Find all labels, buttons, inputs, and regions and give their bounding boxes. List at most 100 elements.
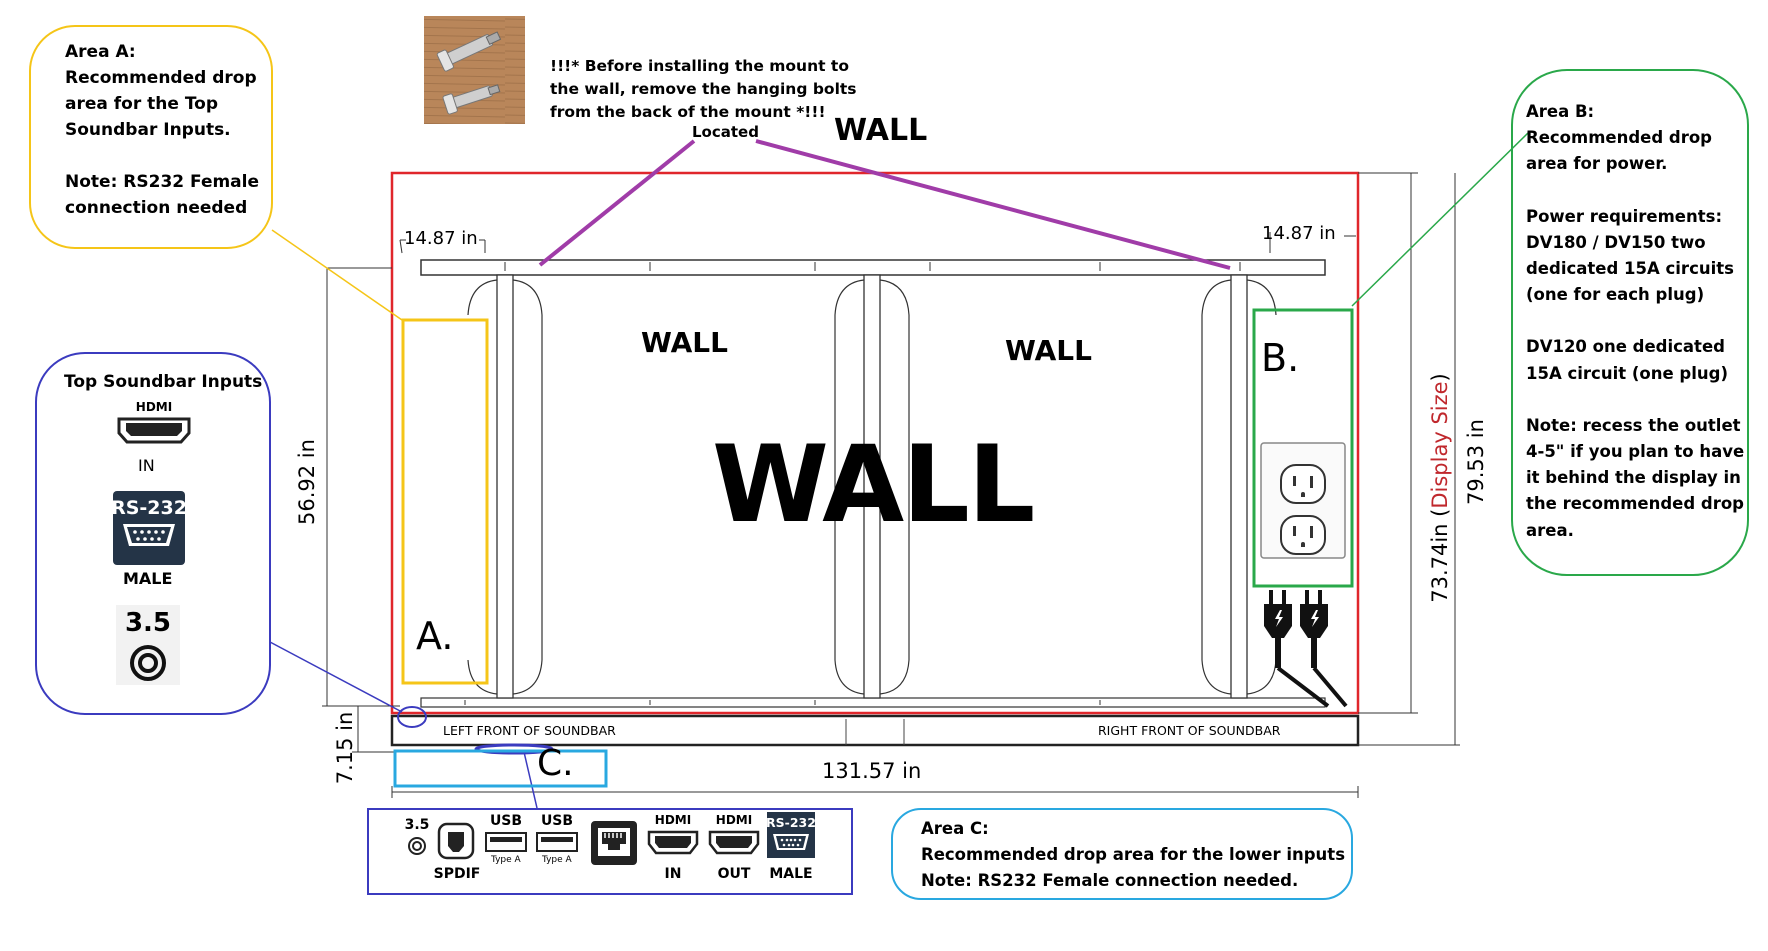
power-outlet-icon <box>1260 442 1346 559</box>
audio-3-5-icon: 3.5 <box>116 605 180 685</box>
area-c-marker: C. <box>537 743 574 784</box>
display-size-close: ) <box>1428 373 1452 382</box>
wall-label-top: WALL <box>834 113 928 148</box>
display-size-label: Display Size <box>1428 381 1452 509</box>
lower-inputs-panel <box>367 808 853 895</box>
area-a-line: Recommended drop <box>65 68 257 88</box>
area-b-line: area for power. <box>1526 154 1668 174</box>
area-b-line: dedicated 15A circuits <box>1526 259 1734 279</box>
dim-mount-height: 56.92 in <box>295 439 319 525</box>
area-b-line: (one for each plug) <box>1526 285 1705 305</box>
area-b-line: DV180 / DV150 two <box>1526 232 1706 252</box>
area-a-line: Soundbar Inputs. <box>65 120 231 140</box>
soundbar-left-label: LEFT FRONT OF SOUNDBAR <box>443 723 616 738</box>
area-b-marker: B. <box>1261 336 1300 380</box>
lower-rs232-icon: RS-232 <box>766 812 816 858</box>
area-a-drop-zone <box>401 318 489 685</box>
mount-note-line: !!!* Before installing the mount to <box>550 57 849 75</box>
lower-hdmi-out-icon <box>708 830 760 856</box>
area-b-drop-zone <box>1252 308 1354 588</box>
lower-inputs-leader <box>523 751 538 809</box>
soundbar-right-label: RIGHT FRONT OF SOUNDBAR <box>1098 723 1281 738</box>
located-label: Located <box>692 123 759 141</box>
lower-rs232-caption: MALE <box>769 866 813 882</box>
lower-rs232-text: RS-232 <box>767 815 815 830</box>
mount-top-rail <box>420 259 1326 276</box>
spdif-port-icon <box>437 822 475 860</box>
ethernet-port-icon <box>590 820 638 866</box>
located-leader-lines <box>538 139 1231 270</box>
wall-label-left: WALL <box>641 326 728 359</box>
usb1-port-icon <box>485 832 527 852</box>
rs232-male-icon: RS-232 <box>111 491 187 565</box>
area-b-line: it behind the display in <box>1526 468 1741 488</box>
area-a-leader <box>271 229 403 321</box>
lower-hdmi-out-caption: OUT <box>717 866 751 882</box>
usb1-type: Type A <box>491 855 521 865</box>
area-b-line: 15A circuit (one plug) <box>1526 363 1728 383</box>
area-c-drop-zone <box>393 749 608 788</box>
area-b-line: DV120 one dedicated <box>1526 337 1725 357</box>
top-inputs-title: Top Soundbar Inputs <box>64 372 263 392</box>
lower-hdmi-in-icon <box>647 830 699 856</box>
mount-warning-note: !!!* Before installing the mount to the … <box>550 55 857 124</box>
area-b-leader <box>1351 130 1531 307</box>
area-b-line: Note: recess the outlet <box>1526 415 1741 435</box>
area-b-line: Recommended drop <box>1526 128 1712 148</box>
mount-note-line: the wall, remove the hanging bolts <box>550 80 857 98</box>
dim-total-height: 79.53 in <box>1464 419 1488 505</box>
area-c-line: Recommended drop area for the lower inpu… <box>921 845 1346 864</box>
hanging-bolts-photo <box>424 16 525 124</box>
area-b-line: Area B: <box>1526 102 1595 121</box>
usb2-label: USB <box>540 813 574 829</box>
dimension-lines <box>322 172 1460 798</box>
mount-note-line: from the back of the mount *!!! <box>550 103 826 121</box>
top-hdmi-text: HDMI <box>136 400 172 414</box>
top-inputs-location-marker <box>397 706 427 728</box>
mount-bottom-rail <box>420 697 1326 708</box>
dim-left-offset: 14.87 in <box>404 228 478 249</box>
area-b-line: the recommended drop <box>1526 494 1744 514</box>
area-c-line: Area C: <box>921 819 989 838</box>
hdmi-in-icon: HDMI <box>116 399 192 449</box>
area-c-callout: Area C: Recommended drop area for the lo… <box>891 808 1353 900</box>
top-inputs-leader <box>269 641 403 713</box>
area-a-line: Note: RS232 Female <box>65 172 260 192</box>
dim-display-size: 73.74in (Display Size) <box>1428 328 1452 648</box>
top-audio-text: 3.5 <box>125 608 171 638</box>
soundbar-body <box>390 714 1360 747</box>
wall-label-big: WALL <box>712 423 1035 546</box>
lower-hdmi-in-label: HDMI <box>654 813 692 827</box>
top-rs232-caption: MALE <box>123 569 173 588</box>
usb1-label: USB <box>489 813 523 829</box>
lower-hdmi-out-label: HDMI <box>715 813 753 827</box>
power-plug-icons <box>1264 590 1348 708</box>
top-rs232-text: RS-232 <box>113 497 185 519</box>
mount-struts <box>496 274 1248 699</box>
dim-total-width: 131.57 in <box>822 759 922 783</box>
lower-audio-label: 3.5 <box>404 817 430 833</box>
usb2-type: Type A <box>542 855 572 865</box>
area-c-line: Note: RS232 Female connection needed. <box>921 871 1299 890</box>
area-a-line: area for the Top <box>65 94 219 114</box>
area-b-line: area. <box>1526 520 1574 540</box>
lower-hdmi-in-caption: IN <box>664 866 682 882</box>
dim-right-offset: 14.87 in <box>1262 223 1336 244</box>
top-hdmi-caption: IN <box>138 456 155 475</box>
lower-audio-jack-icon <box>407 836 427 856</box>
area-b-line: 4-5" if you plan to have <box>1526 442 1745 462</box>
wall-label-right: WALL <box>1005 334 1092 367</box>
dim-soundbar-height: 7.15 in <box>333 711 357 785</box>
spdif-caption: SPDIF <box>433 866 481 882</box>
rail-bolt-marks <box>464 262 1241 705</box>
area-a-marker: A. <box>416 614 454 658</box>
lower-inputs-location-marker <box>474 743 554 755</box>
area-a-line: connection needed <box>65 198 248 218</box>
top-soundbar-inputs-callout <box>35 352 271 715</box>
area-b-line: Power requirements: <box>1526 206 1723 226</box>
area-b-callout: Area B: Recommended drop area for power.… <box>1511 69 1749 576</box>
usb2-port-icon <box>536 832 578 852</box>
display-size-value: 73.74in ( <box>1428 508 1452 603</box>
mount-corner-brackets <box>467 279 1277 695</box>
